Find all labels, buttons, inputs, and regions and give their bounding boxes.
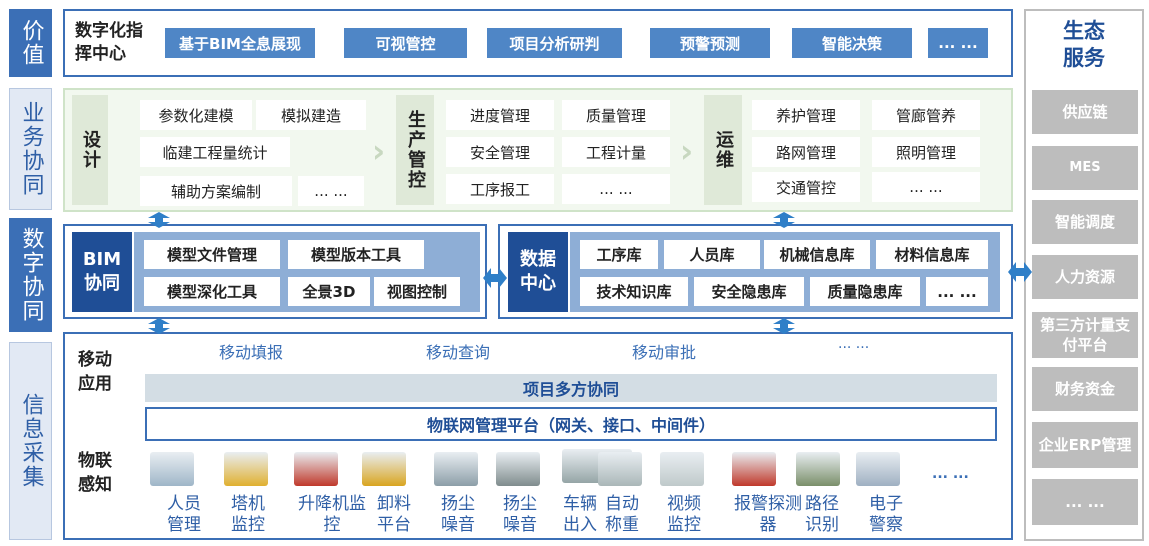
production-item[interactable]: 质量管理 xyxy=(562,100,670,130)
alarm-icon xyxy=(732,452,776,486)
mobile-item: ... ... xyxy=(838,336,870,352)
operation-item[interactable]: 养护管理 xyxy=(752,100,860,130)
bim-item[interactable]: 视图控制 xyxy=(374,277,460,306)
fog-cannon-icon xyxy=(496,452,540,486)
operation-item[interactable]: ... ... xyxy=(872,172,980,202)
side-label-digital: 数字协同 xyxy=(9,218,52,332)
chevron-right-icon: › xyxy=(680,132,694,170)
turnstile-icon xyxy=(150,452,194,486)
value-item-button[interactable]: 可视管控 xyxy=(344,28,467,58)
eco-item[interactable]: 智能调度 xyxy=(1032,200,1138,244)
production-item[interactable]: 安全管理 xyxy=(446,137,554,167)
data-center-item[interactable]: 质量隐患库 xyxy=(810,277,920,306)
bim-item[interactable]: 模型版本工具 xyxy=(288,240,424,269)
double-arrow-vertical-icon xyxy=(773,212,795,228)
data-center-item[interactable]: 安全隐患库 xyxy=(694,277,804,306)
design-item[interactable]: 辅助方案编制 xyxy=(140,176,292,206)
device-caption: 路径识别 xyxy=(805,494,839,535)
eco-item[interactable]: MES xyxy=(1032,146,1138,190)
production-label: 生产管控 xyxy=(396,95,434,205)
mobile-item: 移动填报 xyxy=(219,343,284,362)
device-caption: 升降机监控 xyxy=(298,494,366,535)
platform-icon xyxy=(362,452,406,486)
device-caption: 扬尘噪音 xyxy=(503,494,537,535)
tower-crane-icon xyxy=(224,452,268,486)
side-label-info: 信息采集 xyxy=(9,342,52,540)
double-arrow-vertical-icon xyxy=(148,212,170,228)
value-item-button[interactable]: 预警预测 xyxy=(650,28,770,58)
double-arrow-vertical-icon xyxy=(148,318,170,334)
device-caption: 视频监控 xyxy=(667,494,701,535)
production-item[interactable]: 进度管理 xyxy=(446,100,554,130)
bim-item[interactable]: 模型深化工具 xyxy=(144,277,280,306)
operation-item[interactable]: 路网管理 xyxy=(752,137,860,167)
operation-item[interactable]: 管廊管养 xyxy=(872,100,980,130)
elevator-icon xyxy=(294,452,338,486)
iot-label: 物联感知 xyxy=(78,451,112,495)
device-caption: 电子警察 xyxy=(869,494,903,535)
bim-label: BIM协同 xyxy=(72,232,132,312)
road-icon xyxy=(796,452,840,486)
eco-item[interactable]: 供应链 xyxy=(1032,90,1138,134)
value-item-button[interactable]: 智能决策 xyxy=(792,28,912,58)
eco-item[interactable]: 财务资金 xyxy=(1032,367,1138,411)
production-item[interactable]: 工序报工 xyxy=(446,174,554,204)
double-arrow-horizontal-icon xyxy=(1008,262,1032,282)
eco-item[interactable]: 企业ERP管理 xyxy=(1032,422,1138,468)
production-item[interactable]: ... ... xyxy=(562,174,670,204)
camera-icon xyxy=(660,452,704,486)
device-caption: 扬尘噪音 xyxy=(441,494,475,535)
double-arrow-vertical-icon xyxy=(773,318,795,334)
iot-bar: 物联网管理平台（网关、接口、中间件） xyxy=(145,407,997,441)
side-label-business: 业务协同 xyxy=(9,88,52,210)
design-item[interactable]: 模拟建造 xyxy=(256,100,366,130)
bim-item[interactable]: 模型文件管理 xyxy=(144,240,280,269)
value-item-button[interactable]: ... ... xyxy=(928,28,988,58)
operation-item[interactable]: 照明管理 xyxy=(872,137,980,167)
devices-more: ... ... xyxy=(932,466,969,482)
device-caption: 报警探测器 xyxy=(734,494,802,535)
device-caption: 塔机监控 xyxy=(231,494,265,535)
eco-item[interactable]: 第三方计量支付平台 xyxy=(1032,312,1138,358)
chevron-right-icon: › xyxy=(372,132,386,170)
mobile-item: 移动查询 xyxy=(426,343,491,362)
bim-item[interactable]: 全景3D xyxy=(288,277,370,306)
value-item-button[interactable]: 项目分析研判 xyxy=(487,28,622,58)
ecosystem-title: 生态服务 xyxy=(1063,19,1105,70)
dust-monitor-icon xyxy=(434,452,478,486)
traffic-cam-icon xyxy=(856,452,900,486)
device-caption: 卸料平台 xyxy=(377,494,411,535)
production-item[interactable]: 工程计量 xyxy=(562,137,670,167)
collab-bar: 项目多方协同 xyxy=(145,374,997,402)
device-caption: 车辆出入 xyxy=(563,494,597,535)
design-item[interactable]: 参数化建模 xyxy=(140,100,252,130)
device-caption: 人员管理 xyxy=(167,494,201,535)
value-item-button[interactable]: 基于BIM全息展现 xyxy=(165,28,315,58)
data-center-label: 数据中心 xyxy=(508,232,568,312)
double-arrow-horizontal-icon xyxy=(483,268,507,288)
value-title: 数字化指挥中心 xyxy=(75,21,143,64)
data-center-item[interactable]: 材料信息库 xyxy=(876,240,988,269)
data-center-item[interactable]: 机械信息库 xyxy=(764,240,870,269)
data-center-item[interactable]: 人员库 xyxy=(664,240,760,269)
design-item[interactable]: ... ... xyxy=(298,176,364,206)
device-caption: 自动称重 xyxy=(605,494,639,535)
scale-icon xyxy=(598,452,642,486)
data-center-item[interactable]: 工序库 xyxy=(580,240,658,269)
eco-item[interactable]: ... ... xyxy=(1032,479,1138,525)
mobile-item: 移动审批 xyxy=(632,343,697,362)
data-center-item[interactable]: ... ... xyxy=(926,277,988,306)
mobile-label: 移动应用 xyxy=(78,350,112,394)
operation-item[interactable]: 交通管控 xyxy=(752,172,860,202)
design-item[interactable]: 临建工程量统计 xyxy=(140,137,290,167)
eco-item[interactable]: 人力资源 xyxy=(1032,255,1138,299)
data-center-item[interactable]: 技术知识库 xyxy=(580,277,688,306)
operation-label: 运维 xyxy=(704,95,742,205)
side-label-value: 价值 xyxy=(9,9,52,77)
design-label: 设计 xyxy=(72,95,108,205)
